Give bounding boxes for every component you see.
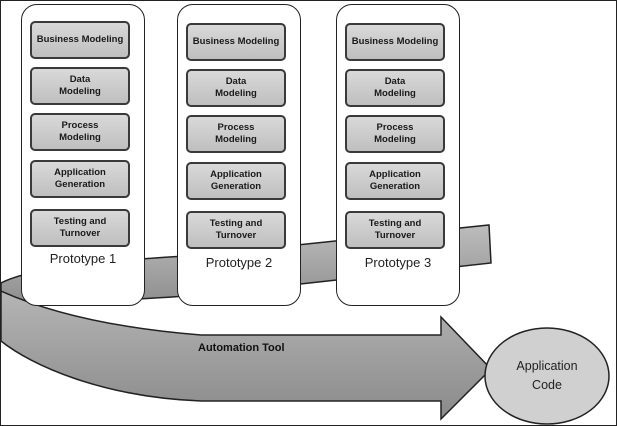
prototype-3-application-generation: Application Generation	[345, 162, 445, 200]
automation-tool-arrow	[1, 290, 493, 421]
prototype-1-testing-turnover: Testing and Turnover	[30, 209, 130, 247]
prototype-1-application-generation: Application Generation	[30, 160, 130, 198]
automation-tool-label: Automation Tool	[198, 342, 285, 354]
prototype-3-column: Business Modeling Data Modeling Process …	[336, 4, 460, 306]
prototype-2-column: Business Modeling Data Modeling Process …	[177, 4, 301, 306]
application-code-circle	[484, 327, 610, 425]
prototype-3-business-modeling: Business Modeling	[345, 23, 445, 61]
prototype-1-process-modeling: Process Modeling	[30, 113, 130, 151]
application-code-label: Application Code	[516, 359, 578, 392]
prototype-2-data-modeling: Data Modeling	[186, 69, 286, 107]
prototype-3-label: Prototype 3	[364, 255, 432, 270]
prototype-2-testing-turnover: Testing and Turnover	[186, 211, 286, 249]
prototype-1-column: Business Modeling Data Modeling Process …	[21, 4, 145, 306]
prototype-3-data-modeling: Data Modeling	[345, 69, 445, 107]
prototype-1-business-modeling: Business Modeling	[30, 21, 130, 59]
prototype-3-testing-turnover: Testing and Turnover	[345, 211, 445, 249]
prototype-1-label: Prototype 1	[49, 251, 117, 266]
prototype-1-data-modeling: Data Modeling	[30, 67, 130, 105]
prototype-2-label: Prototype 2	[205, 255, 273, 270]
prototype-2-business-modeling: Business Modeling	[186, 23, 286, 61]
prototype-3-process-modeling: Process Modeling	[345, 115, 445, 153]
prototype-2-process-modeling: Process Modeling	[186, 115, 286, 153]
prototype-2-application-generation: Application Generation	[186, 162, 286, 200]
